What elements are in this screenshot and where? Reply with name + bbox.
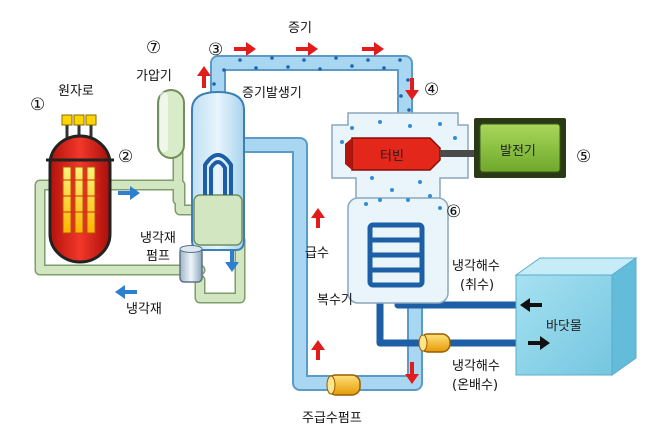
reactor [46,114,114,264]
marker-1: ① [30,95,45,115]
label-seawater-in-2: (취수) [460,278,494,293]
label-seawater-out-1: 냉각해수 [452,359,500,374]
label-generator: 발전기 [500,144,536,159]
turbine-shaft [440,150,482,157]
generator [474,118,566,178]
steam-dots [212,56,411,112]
label-main-feed-pump: 주급수펌프 [302,411,362,426]
marker-2: ② [118,147,133,167]
marker-6: ⑥ [446,202,461,222]
label-turbine: 터빈 [380,149,404,164]
marker-4: ④ [424,80,439,100]
label-condenser: 복수기 [317,293,353,308]
label-seawater-in-1: 냉각해수 [452,259,500,274]
marker-7: ⑦ [146,38,161,58]
turbine-dots [340,120,457,210]
flow-arrows-black [520,298,550,350]
steam-generator [191,90,245,251]
pressurizer [157,89,185,159]
coolant-pump [179,245,203,283]
marker-5: ⑤ [576,147,591,167]
main-feed-pump [326,374,361,396]
label-sea: 바닷물 [546,319,582,334]
marker-3: ③ [208,40,223,60]
label-pressurizer: 가압기 [136,69,172,84]
label-steam: 증기 [288,21,312,36]
label-coolant-pump-2: 펌프 [146,249,170,264]
label-coolant: 냉각재 [126,302,162,317]
label-seawater-out-2: (온배수) [452,378,498,393]
turbine [345,137,441,171]
label-steam-generator: 증기발생기 [242,86,302,101]
seawater-block [514,257,638,376]
flow-arrows-blue [115,186,239,299]
flow-arrows-red [197,42,419,384]
label-reactor: 원자로 [58,84,94,99]
label-feedwater: 급수 [305,246,329,261]
seawater-pump [418,333,451,353]
condenser-tubes [367,222,425,288]
label-coolant-pump-1: 냉각재 [140,231,176,246]
